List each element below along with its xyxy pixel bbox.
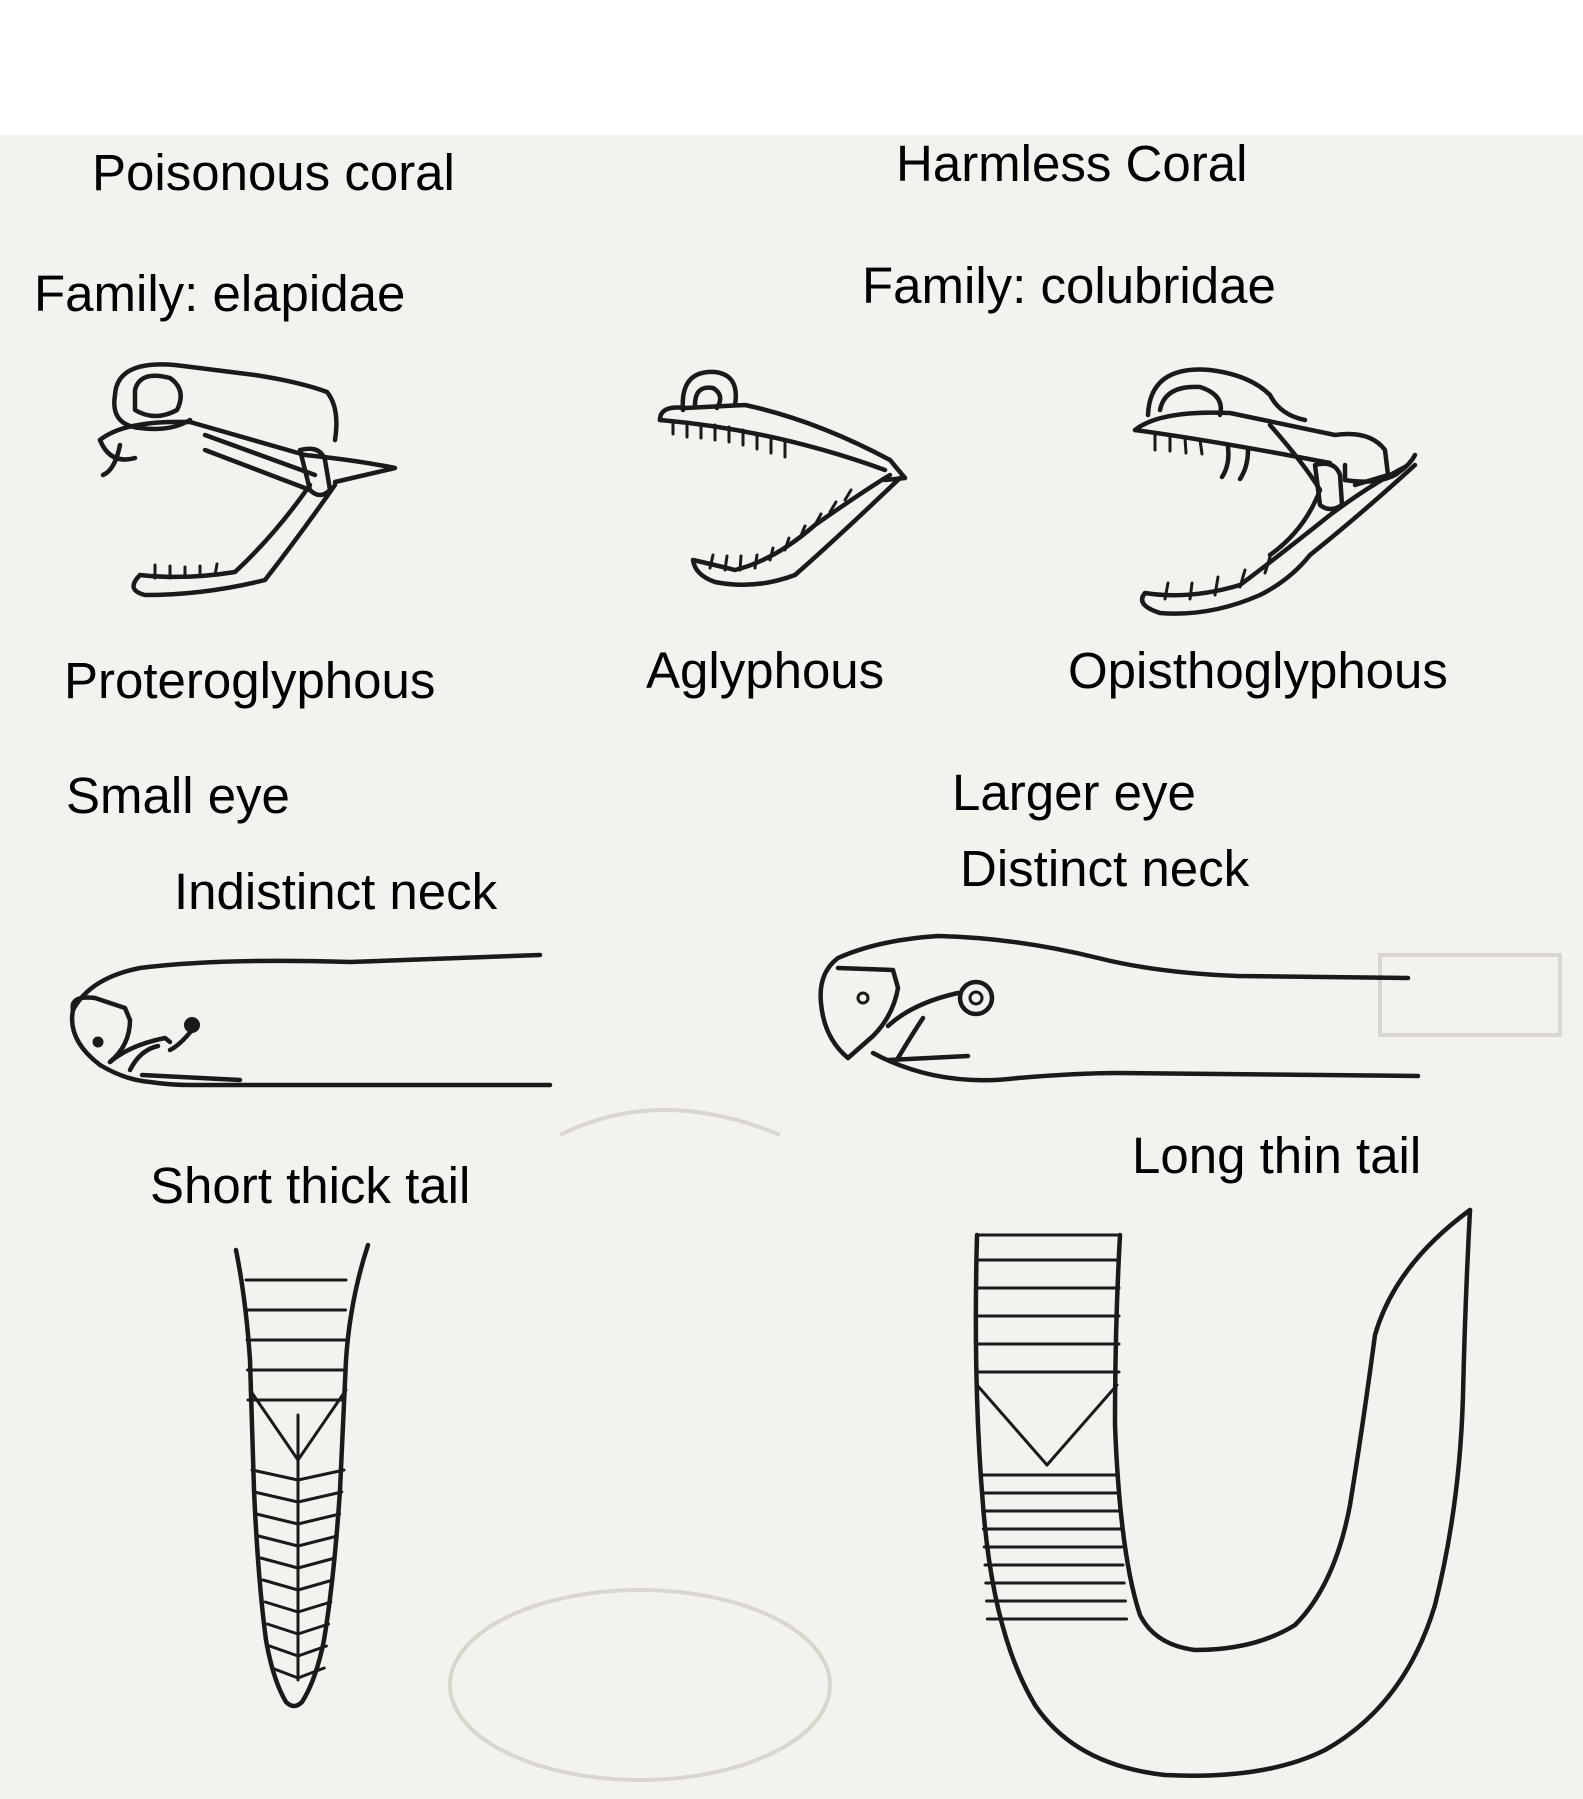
opisthoglyphous-label: Opisthoglyphous [1068, 645, 1448, 696]
short-tail-scute [263, 1580, 298, 1590]
short-tail-scute [298, 1492, 342, 1502]
long-thin-tail-drawing [965, 1205, 1505, 1799]
opisthoglyphous-skull-drawing [1130, 355, 1480, 635]
long-thin-tail-label: Long thin tail [1132, 1130, 1421, 1181]
short-tail-scute [270, 1646, 298, 1656]
elapidae-family-label: Family: elapidae [34, 268, 405, 319]
proteroglyphous-skull-drawing [95, 350, 465, 610]
short-tail-scute [256, 1514, 298, 1524]
larger-eye-label: Larger eye [952, 767, 1196, 818]
colubridae-family-label: Family: colubridae [862, 260, 1276, 311]
short-tail-scute [267, 1624, 298, 1634]
short-thick-tail-drawing [228, 1240, 388, 1720]
short-thick-tail-label: Short thick tail [150, 1160, 470, 1211]
short-tail-scute [298, 1470, 344, 1480]
short-tail-scute [259, 1536, 298, 1546]
short-tail-scute [298, 1536, 337, 1546]
short-tail-scute [298, 1558, 335, 1568]
short-tail-scute [298, 1580, 333, 1590]
short-tail-scute [261, 1558, 298, 1568]
poisonous-coral-title: Poisonous coral [92, 147, 455, 198]
short-tail-scute [298, 1668, 324, 1678]
short-tail-scute [254, 1492, 298, 1502]
short-tail-scute [298, 1602, 331, 1612]
long-tail-scute [977, 1385, 1047, 1465]
short-tail-scute [265, 1602, 298, 1612]
short-tail-scute [298, 1514, 340, 1524]
proteroglyphous-label: Proteroglyphous [64, 655, 435, 706]
distinct-neck-label: Distinct neck [960, 843, 1249, 894]
aglyphous-label: Aglyphous [646, 645, 884, 696]
aglyphous-skull-drawing [655, 360, 930, 600]
indistinct-neck-label: Indistinct neck [174, 866, 497, 917]
harmless-coral-title: Harmless Coral [896, 138, 1247, 189]
short-tail-scute [252, 1470, 298, 1480]
small-eye-label: Small eye [66, 770, 290, 821]
long-tail-scute [1047, 1385, 1117, 1465]
poisonous-coral-head-drawing [70, 950, 570, 1120]
harmless-coral-head-drawing [818, 928, 1433, 1108]
